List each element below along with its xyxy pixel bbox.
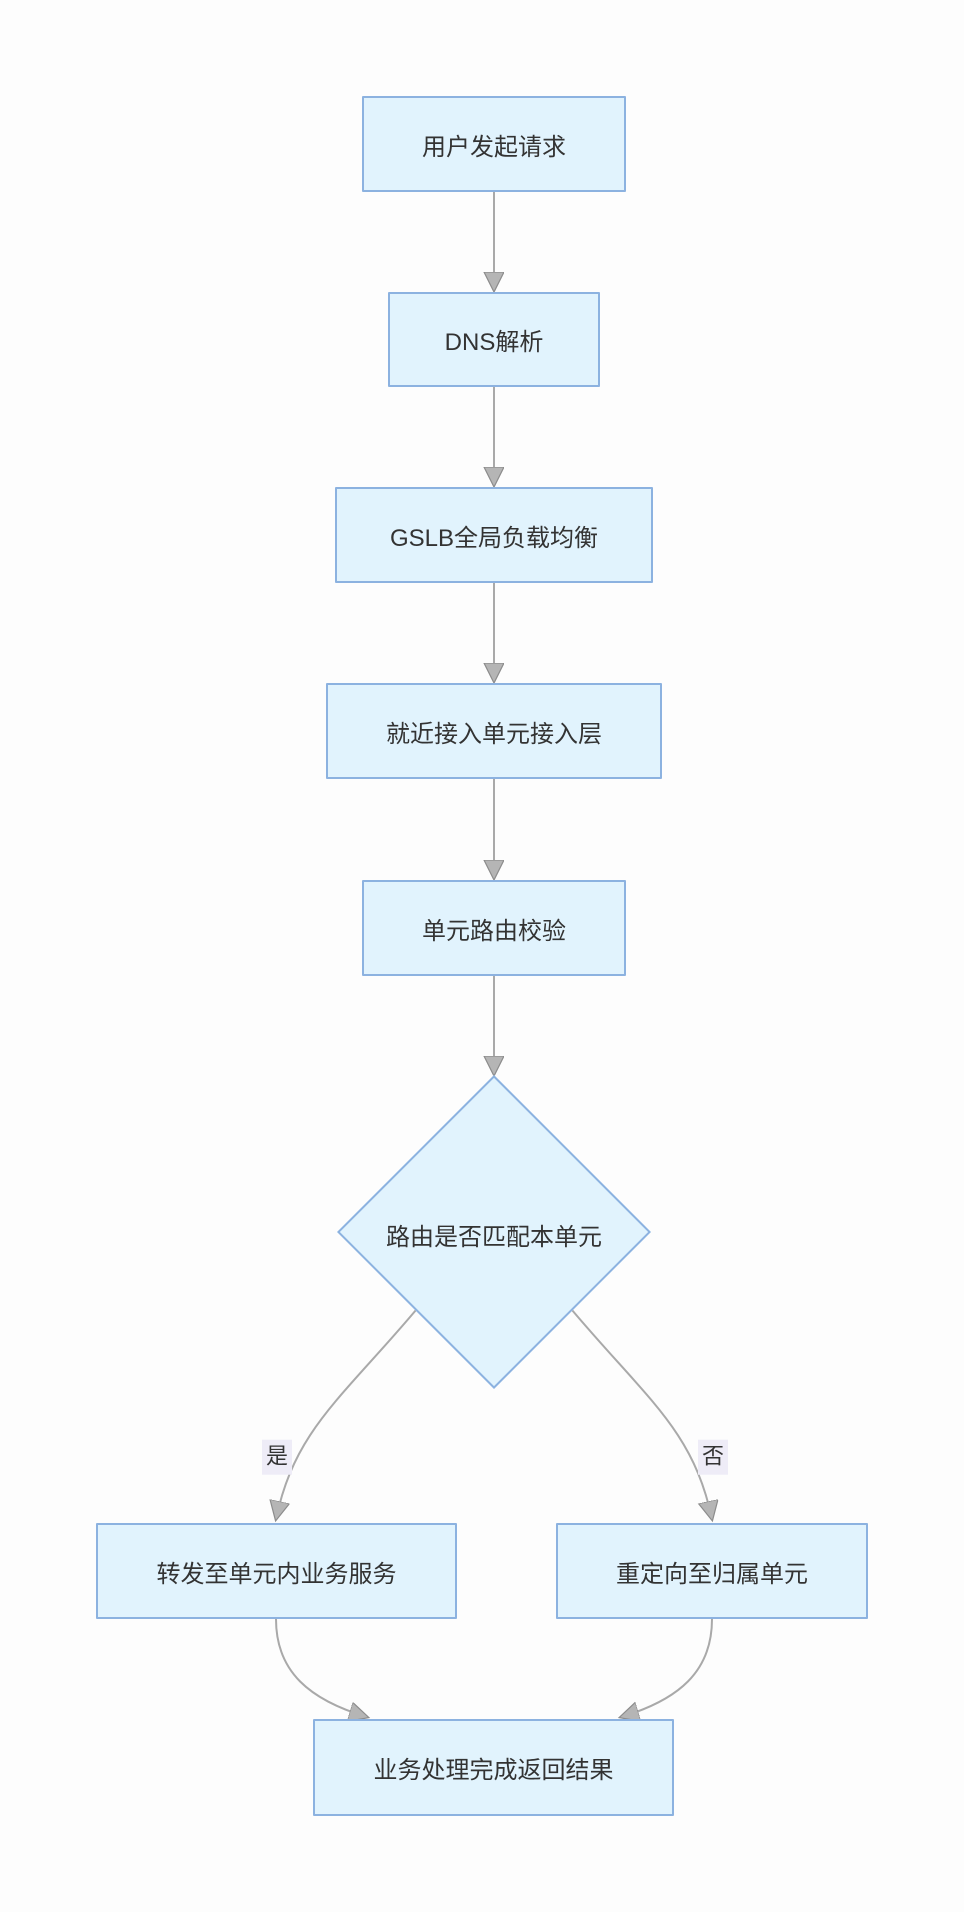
- node-route-check: 单元路由校验: [362, 880, 626, 976]
- node-user-request: 用户发起请求: [362, 96, 626, 192]
- edge-forward-to-result: [275, 1618, 367, 1717]
- edge-redirect-to-result: [621, 1618, 713, 1717]
- node-gslb: GSLB全局负载均衡: [335, 487, 653, 583]
- node-return-result: 业务处理完成返回结果: [313, 1719, 674, 1816]
- node-dns-resolve: DNS解析: [388, 292, 600, 387]
- node-redirect-home: 重定向至归属单元: [556, 1523, 868, 1619]
- node-forward-local: 转发至单元内业务服务: [96, 1523, 457, 1619]
- edge-label-yes: 是: [261, 1439, 293, 1475]
- edge-decision-no: [571, 1309, 712, 1519]
- node-nearby-access: 就近接入单元接入层: [326, 683, 662, 779]
- edge-label-no: 否: [697, 1439, 729, 1475]
- node-route-match-label: 路由是否匹配本单元: [386, 1224, 602, 1251]
- edge-decision-yes: [276, 1309, 417, 1519]
